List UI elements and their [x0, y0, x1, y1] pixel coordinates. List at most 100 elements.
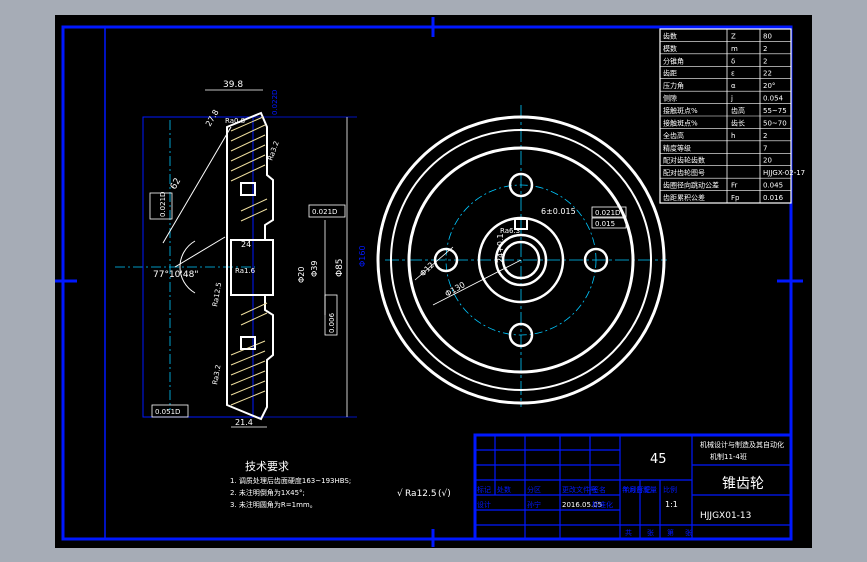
tag-text-7: Ra3.2	[266, 140, 280, 162]
title-block-labels: 标记处数 分区 更改文件号签名 年月日设计 孙宁 2016.05.05标准化 阶段标记重量比…	[477, 485, 692, 537]
dim-text-5: 24	[241, 240, 251, 249]
param-name: 全齿高	[663, 131, 684, 140]
tag-text-3: 0.006	[328, 312, 336, 333]
cone-angle-arc	[179, 240, 196, 294]
tb-sign-label: 签名	[592, 485, 606, 494]
tag-text-5: 0.022D	[271, 90, 279, 115]
roughness-value: Ra12.5	[405, 489, 437, 499]
bore-outer-circle	[494, 233, 548, 287]
tag-text-2: 0.021D	[312, 208, 337, 216]
school-text: 机械设计与制造及其自动化	[700, 440, 784, 449]
front-dim-6: Φ12	[418, 260, 436, 278]
param-value: 22	[763, 70, 772, 78]
title-block-border	[473, 433, 793, 541]
gear-section-view: 39.8 27.8 62 77°10'48" 24 Φ20 Φ39 Φ85 21…	[115, 80, 367, 428]
hole-bottom	[508, 322, 534, 348]
param-name: 压力角	[663, 81, 684, 90]
roughness-suffix: (√)	[438, 488, 451, 499]
param-name: 接触斑点%	[663, 106, 698, 115]
tip-circle	[376, 115, 666, 405]
tb-sign-label: 分区	[527, 485, 541, 494]
tb-stage-label: 比例	[663, 485, 677, 494]
param-symbol: j	[730, 95, 733, 103]
tb-sign-label: 更改文件号	[562, 485, 597, 494]
tb-sheet-label: 共	[625, 528, 632, 537]
roughness-symbol: √	[397, 488, 403, 499]
dim-leader-12	[414, 246, 454, 281]
dim-leader-130	[432, 259, 522, 306]
dim-text-9: 21.4	[235, 418, 253, 427]
param-name: 齿数	[663, 31, 677, 40]
param-value: 2	[763, 45, 767, 53]
tb-role-label: 孙宁	[527, 500, 541, 509]
title-block: 标记处数 分区 更改文件号签名 年月日设计 孙宁 2016.05.05标准化 阶段标记重量比…	[473, 433, 793, 541]
param-value: 2	[763, 132, 767, 140]
dim-text-2: 27.8	[204, 108, 221, 128]
tag-box-4	[151, 404, 189, 418]
front-dim-1: 6±0.015	[541, 207, 576, 216]
param-name: 分锥角	[663, 56, 684, 65]
hole-left	[433, 247, 459, 273]
sheet-frame	[55, 17, 803, 547]
inner-border	[104, 26, 792, 540]
drawing-number-text: HJJGX01-13	[700, 511, 751, 521]
section-hatching	[230, 116, 268, 406]
tb-stage-label: 重量	[643, 486, 657, 494]
gear-front-view: 6±0.015 0.021D 0.015 Ra6.3 24+0.1 Φ12 Φ1…	[376, 105, 667, 407]
dim-text-4: 77°10'48"	[153, 270, 198, 280]
param-name: 齿圈径向跳动公差	[663, 181, 719, 190]
hole-top	[508, 172, 534, 198]
notes-line-1: 1. 调质处理后齿面硬度163~193HBS;	[230, 476, 351, 485]
param-value: 0.054	[763, 95, 784, 103]
param-value: 55~75	[763, 107, 787, 115]
dim-text-7: Φ39	[310, 261, 319, 277]
tag-text-9: Ra12.5	[211, 282, 223, 308]
param-value: 50~70	[763, 119, 787, 127]
lightening-holes	[433, 172, 609, 348]
tb-role-label: 设计	[477, 500, 491, 509]
notes-line-2: 2. 未注明倒角为1X45°;	[230, 488, 305, 497]
tag-text-6: Ra0.8	[225, 117, 245, 125]
tb-sheet-label: 张	[685, 528, 692, 537]
hub-bore	[230, 239, 274, 296]
tb-role-label: 2016.05.05	[562, 501, 602, 509]
dim-text-8: Φ85	[335, 258, 345, 277]
tag-box-1	[149, 192, 173, 220]
dim-text-10: Φ160	[358, 245, 367, 267]
hole-upper	[240, 182, 256, 196]
tb-stage-label: 阶段标记	[623, 485, 651, 494]
param-name: 侧隙	[663, 94, 677, 103]
tag-box-2	[308, 204, 346, 218]
param-value: 2	[763, 57, 767, 65]
bolt-circle	[445, 184, 597, 336]
notes-line-3: 3. 未注明圆角为R=1mm。	[230, 500, 317, 509]
param-name: 配对齿轮图号	[663, 168, 705, 177]
dim-text-6: Φ20	[297, 267, 306, 283]
param-value: 0.045	[763, 182, 783, 190]
front-dim-3: 0.015	[595, 220, 615, 228]
tb-role-label: 标准化	[592, 500, 613, 509]
web-outer-circle	[407, 146, 635, 374]
tb-sign-label: 处数	[497, 485, 511, 494]
param-name: 精度等级	[663, 143, 691, 152]
root-circle	[390, 129, 652, 391]
param-name: 齿距	[663, 70, 677, 78]
tb-sheet-label: 张	[647, 528, 654, 537]
param-name: 接触斑点%	[663, 118, 698, 127]
param-symbol: δ	[731, 57, 735, 65]
keyway	[514, 218, 528, 230]
bore-circle	[501, 240, 541, 280]
tag-text-4: 0.051D	[155, 408, 180, 416]
notes-title: 技术要求	[245, 460, 289, 473]
cone-line-upper	[162, 126, 232, 244]
front-dim-5: 24+0.1	[496, 233, 505, 263]
tb-sign-label: 年月日	[622, 485, 643, 494]
param-name: 齿距累积公差	[663, 193, 705, 202]
front-tag-box-1	[591, 206, 627, 218]
tb-sign-label: 标记	[477, 485, 491, 494]
param-value: 20	[763, 157, 772, 165]
param-name: 模数	[663, 44, 677, 53]
param-value: HJJGX-02-17	[763, 169, 805, 177]
